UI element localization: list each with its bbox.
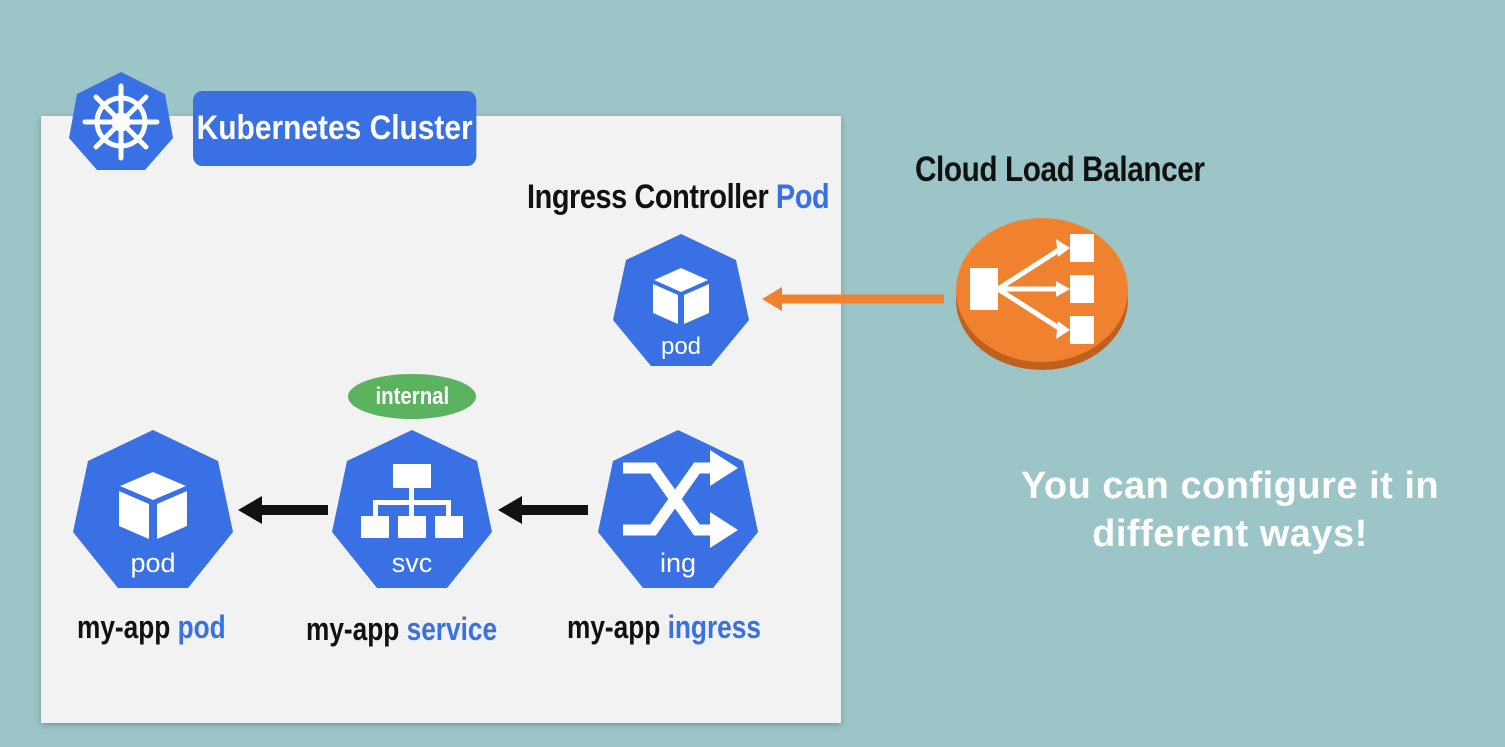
kubernetes-logo-icon	[67, 70, 175, 174]
cluster-label: Kubernetes Cluster	[193, 91, 477, 166]
my-app-pod-icon-label: pod	[130, 548, 175, 578]
ingress-controller-title-accent: Pod	[775, 178, 830, 216]
ingress-controller-heading: Ingress Controller Pod	[527, 178, 830, 217]
my-app-ingress-icon-label: ing	[660, 548, 696, 578]
cluster-label-text: Kubernetes Cluster	[196, 109, 473, 147]
service-to-pod-arrow	[236, 494, 330, 531]
ingress-controller-pod-icon: pod	[612, 232, 750, 368]
internal-badge-text: internal	[375, 383, 449, 410]
my-app-service-icon: svc	[331, 428, 493, 590]
load-balancer-icon	[952, 208, 1132, 378]
my-app-pod-caption: my-app pod	[77, 609, 226, 646]
ingress-to-service-arrow	[496, 494, 590, 531]
kubernetes-cluster-panel	[41, 116, 841, 723]
my-app-service-caption-text: my-app	[306, 611, 400, 647]
my-app-ingress-caption: my-app ingress	[567, 609, 761, 646]
my-app-ingress-icon: ing	[597, 428, 759, 590]
my-app-ingress-caption-accent: ingress	[667, 609, 761, 645]
my-app-ingress-caption-text: my-app	[567, 609, 661, 645]
load-balancer-title: Cloud Load Balancer	[915, 150, 1205, 189]
my-app-pod-caption-accent: pod	[177, 609, 226, 645]
my-app-service-caption-accent: service	[406, 611, 498, 647]
my-app-pod-caption-text: my-app	[77, 609, 171, 645]
ingress-controller-pod-label: pod	[661, 333, 701, 360]
lb-to-controller-arrow	[760, 284, 946, 319]
ingress-controller-title: Ingress Controller	[527, 178, 769, 216]
configure-note: You can configure it in different ways!	[960, 462, 1500, 558]
my-app-pod-icon: pod	[72, 428, 234, 590]
internal-badge: internal	[348, 374, 476, 419]
my-app-service-icon-label: svc	[392, 548, 433, 578]
configure-note-line2: different ways!	[1092, 513, 1368, 555]
my-app-service-caption: my-app service	[306, 611, 497, 648]
configure-note-line1: You can configure it in	[1020, 465, 1440, 507]
